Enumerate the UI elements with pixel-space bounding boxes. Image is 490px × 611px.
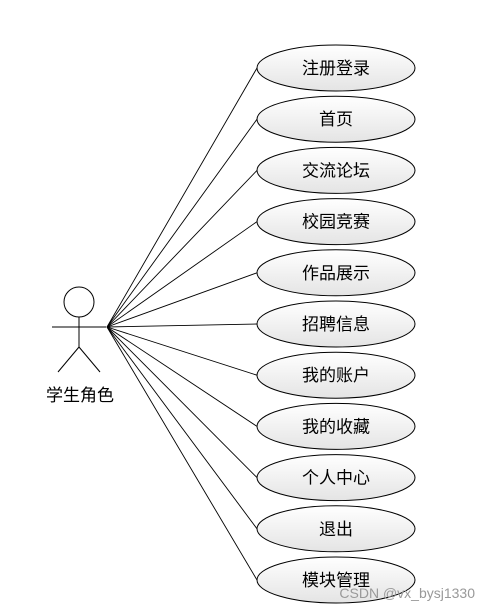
- use-case-label: 我的账户: [302, 366, 370, 386]
- use-case-2: 首页: [256, 95, 416, 143]
- association-line: [106, 67, 258, 328]
- use-case-1: 注册登录: [256, 44, 416, 92]
- use-case-ellipse: [256, 505, 416, 553]
- association-lines: [106, 67, 258, 581]
- use-case-8: 我的收藏: [256, 402, 416, 450]
- use-case-10: 退出: [256, 505, 416, 553]
- use-case-4: 校园竞赛: [256, 198, 416, 246]
- use-case-ellipse: [256, 249, 416, 297]
- use-case-label: 交流论坛: [302, 161, 370, 181]
- association-line: [106, 323, 258, 328]
- use-case-label: 校园竞赛: [302, 212, 370, 233]
- association-line: [106, 326, 258, 478]
- association-line: [106, 272, 258, 328]
- use-case-ellipse: [256, 556, 416, 604]
- actor-label: 学生角色: [46, 386, 114, 406]
- association-line: [106, 326, 258, 427]
- actor-head: [63, 286, 95, 318]
- use-case-5: 作品展示: [256, 249, 416, 297]
- use-case-ellipse: [256, 146, 416, 194]
- association-line: [106, 326, 258, 376]
- use-case-7: 我的账户: [256, 351, 416, 399]
- use-case-ellipse: [256, 402, 416, 450]
- use-case-ellipse: [256, 454, 416, 502]
- association-line: [106, 221, 258, 328]
- use-case-3: 交流论坛: [256, 146, 416, 194]
- use-case-label: 模块管理: [302, 571, 370, 591]
- actor-left-leg: [57, 346, 80, 373]
- association-line: [106, 326, 258, 530]
- use-case-ellipse: [256, 198, 416, 246]
- actor-right-leg: [78, 346, 101, 373]
- use-case-label: 个人中心: [302, 469, 370, 489]
- association-line: [106, 170, 258, 328]
- use-case-label: 注册登录: [302, 59, 370, 79]
- use-case-9: 个人中心: [256, 454, 416, 502]
- watermark: CSDN @vx_bysj1330: [339, 585, 475, 601]
- use-case-6: 招聘信息: [256, 300, 416, 348]
- use-case-ellipse: [256, 300, 416, 348]
- use-case-ellipse: [256, 95, 416, 143]
- use-case-ellipse: [256, 351, 416, 399]
- actor-student: 学生角色: [46, 286, 114, 406]
- use-case-11: 模块管理: [256, 556, 416, 604]
- use-case-label: 退出: [319, 520, 353, 540]
- use-case-label: 我的收藏: [302, 417, 370, 437]
- use-case-label: 作品展示: [302, 264, 370, 284]
- association-line: [106, 326, 258, 581]
- use-case-label: 招聘信息: [302, 315, 370, 335]
- use-case-ellipse: [256, 44, 416, 92]
- association-line: [106, 118, 258, 328]
- use-case-label: 首页: [319, 110, 353, 130]
